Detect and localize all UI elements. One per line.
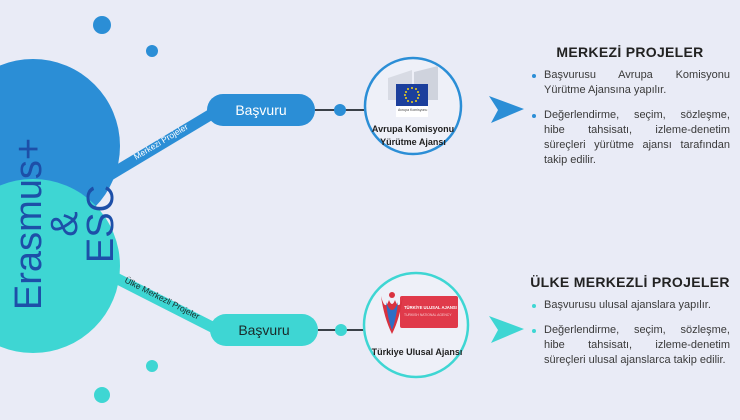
branch-connector-top — [107, 107, 218, 180]
svg-text:TURKISH NATIONAL AGENCY: TURKISH NATIONAL AGENCY — [404, 313, 452, 317]
agency-name-ec-line1: Avrupa Komisyonu — [371, 124, 455, 134]
section-central-projects: MERKEZİ PROJELER Başvurusu Avrupa Komisy… — [530, 44, 730, 178]
branch-label-bottom: Ülke Merkezli Projeler — [123, 275, 201, 322]
agency-name-ec: Avrupa Komisyonu Yürütme Ajansı — [368, 123, 458, 149]
apply-pill-bottom-label: Başvuru — [238, 322, 289, 338]
agency-name-ec-line2: Yürütme Ajansı — [380, 137, 446, 147]
section-heading: ÜLKE MERKEZLİ PROJELER — [530, 274, 730, 290]
apply-pill-bottom[interactable] — [210, 314, 318, 346]
main-title: Erasmus+ & ESC — [8, 119, 122, 329]
agency-name-tua-line1: Türkiye Ulusal Ajansı — [371, 347, 463, 357]
bullet-icon — [532, 74, 536, 78]
bullet-icon — [532, 329, 536, 333]
arrow-right-icon — [489, 96, 524, 123]
main-title-line2: & — [44, 211, 86, 237]
list-item: Değerlendirme, seçim, sözleşme, hibe tah… — [530, 323, 730, 368]
bullet-icon — [532, 114, 536, 118]
list-item: Başvurusu ulusal ajanslara yapılır. — [530, 298, 730, 313]
list-item: Başvurusu Avrupa Komisyonu Yürütme Ajans… — [530, 68, 730, 98]
decor-dot — [146, 360, 158, 372]
apply-pill-top[interactable] — [207, 94, 315, 126]
turkish-national-agency-logo-icon: TÜRKİYE ULUSAL AJANSI TURKISH NATIONAL A… — [381, 292, 458, 334]
agency-name-tua: Türkiye Ulusal Ajansı — [371, 346, 463, 359]
arrow-right-icon — [489, 316, 524, 343]
main-title-line3: ESC — [80, 184, 122, 264]
branch-connector-bottom — [107, 270, 221, 335]
svg-text:TÜRKİYE ULUSAL AJANSI: TÜRKİYE ULUSAL AJANSI — [404, 305, 457, 310]
european-commission-logo-icon: Avrupa Komisyonu — [388, 66, 438, 117]
connector-node-bottom — [335, 324, 347, 336]
connector-node-top — [334, 104, 346, 116]
bullet-icon — [532, 304, 536, 308]
svg-text:Avrupa Komisyonu: Avrupa Komisyonu — [398, 108, 427, 112]
decor-dot — [93, 16, 111, 34]
section-heading: MERKEZİ PROJELER — [556, 44, 704, 60]
decor-dot — [146, 45, 158, 57]
section-national-projects: ÜLKE MERKEZLİ PROJELER Başvurusu ulusal … — [530, 274, 730, 378]
decor-dot — [94, 387, 110, 403]
main-title-line1: Erasmus+ — [8, 137, 50, 311]
esc-circle-teal — [0, 179, 120, 353]
branch-label-top: Merkezi Projeler — [132, 121, 190, 161]
list-item: Değerlendirme, seçim, sözleşme, hibe tah… — [530, 108, 730, 168]
apply-pill-top-label: Başvuru — [235, 102, 286, 118]
